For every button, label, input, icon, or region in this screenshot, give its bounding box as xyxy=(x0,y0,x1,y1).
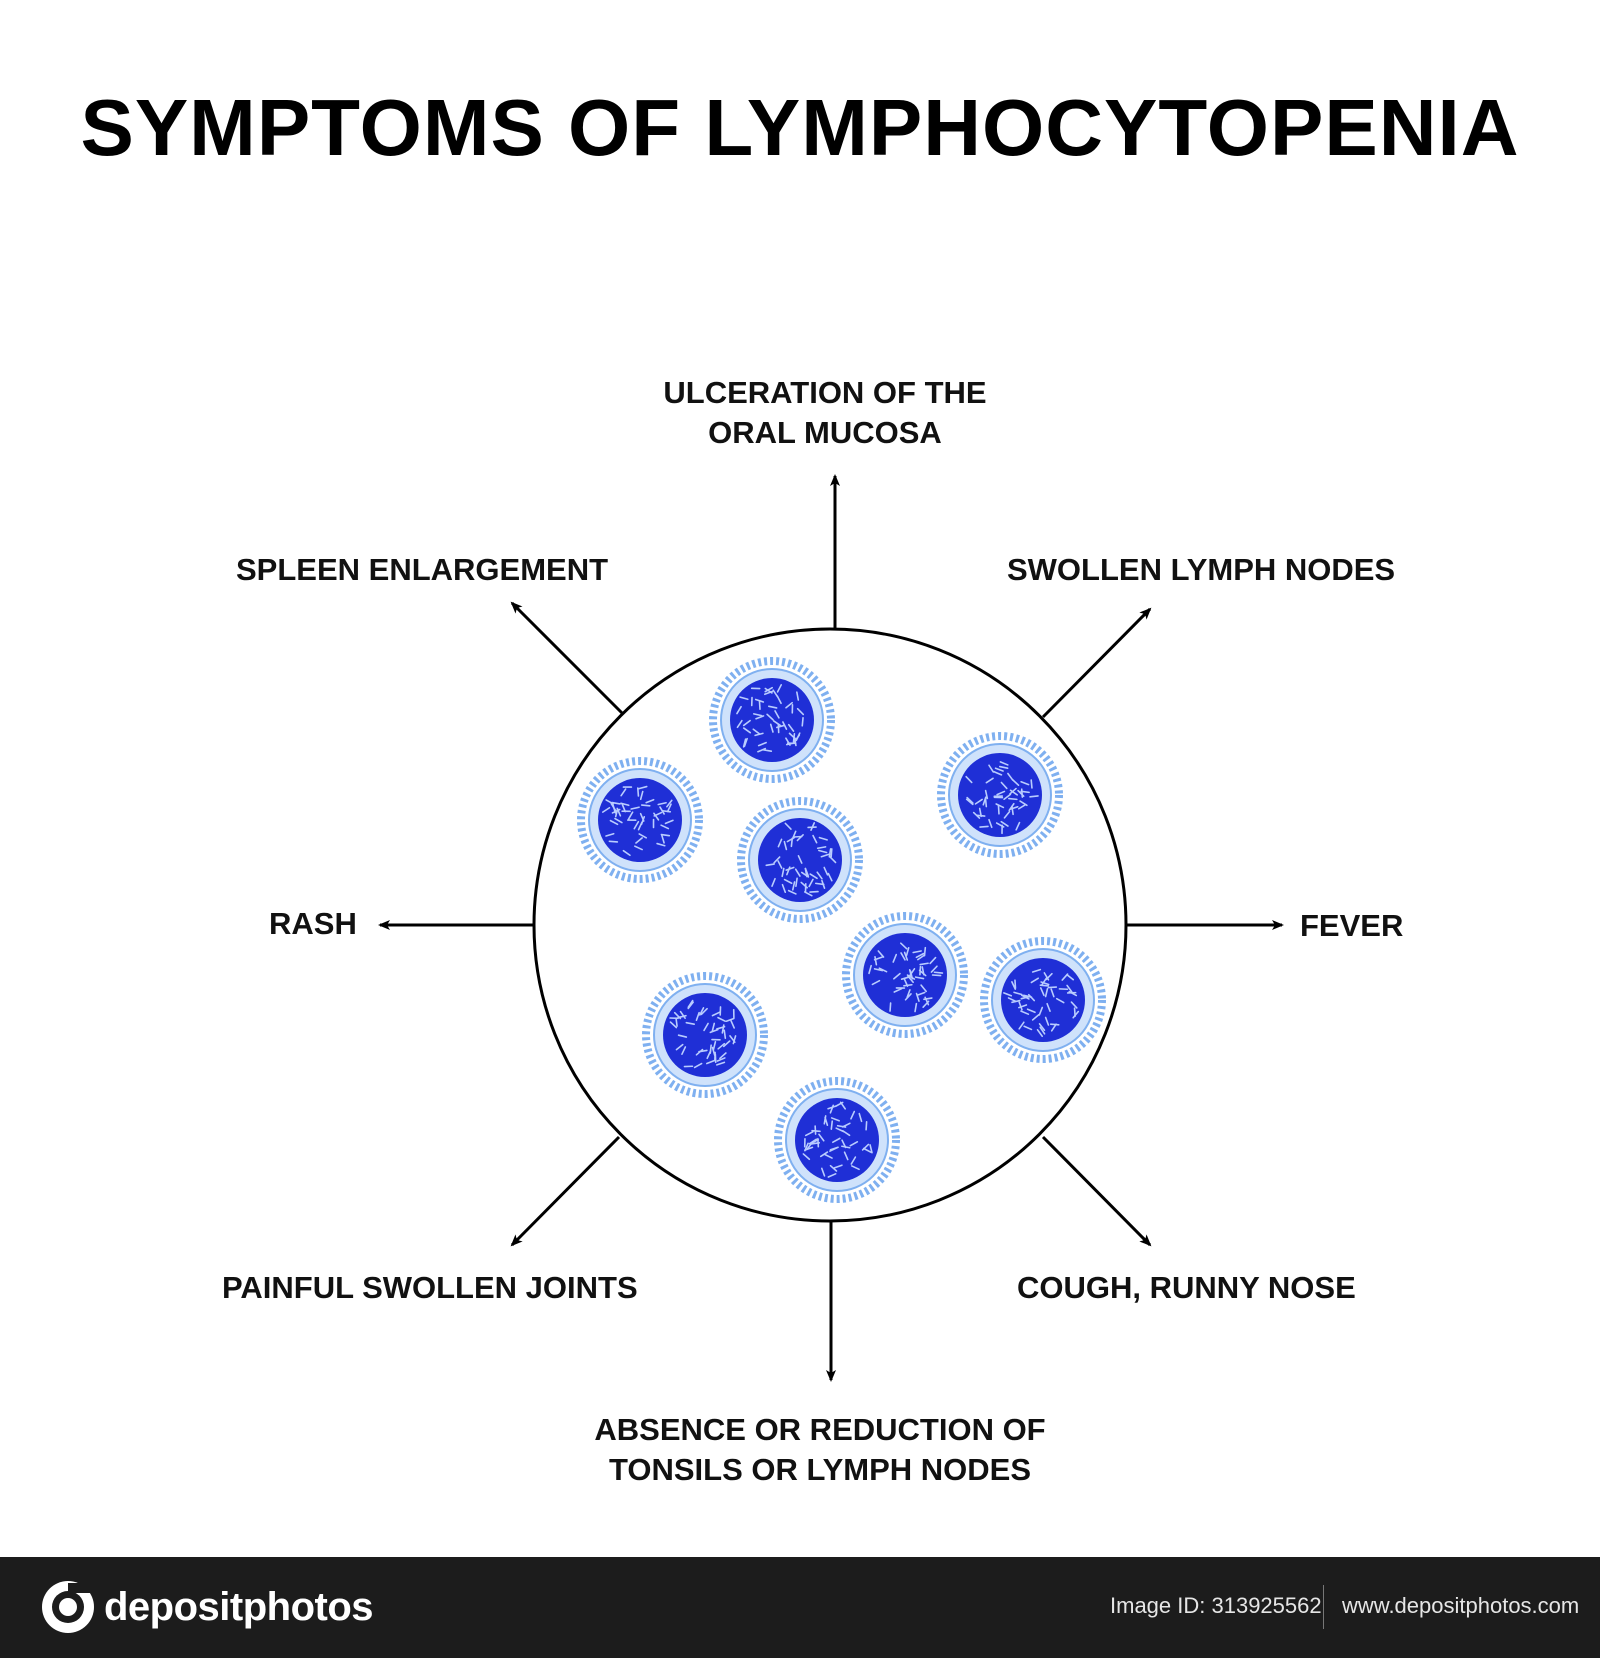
camera-logo-icon xyxy=(42,1581,94,1633)
symptom-top-line-2: ORAL MUCOSA xyxy=(708,415,942,450)
lymphocyte-cell-icon xyxy=(737,797,863,923)
lymphocyte-cell-icon xyxy=(577,757,703,883)
lymphocyte-cell-icon xyxy=(937,732,1063,858)
lymphocyte-cell-icon xyxy=(980,937,1106,1063)
symptom-absence-tonsils-lymph-nodes: ABSENCE OR REDUCTION OF TONSILS OR LYMPH… xyxy=(520,1410,1120,1490)
brand-logo[interactable]: depositphotos xyxy=(40,1579,374,1635)
image-id-text: Image ID: 313925562 xyxy=(1110,1593,1322,1618)
symptom-rash: RASH xyxy=(269,906,357,941)
arrow-up-left xyxy=(510,601,624,715)
symptom-diagram xyxy=(378,474,1284,1382)
symptom-spleen-enlargement: SPLEEN ENLARGEMENT xyxy=(236,552,609,587)
lymphocyte-cell-icon xyxy=(774,1077,900,1203)
symptom-painful-swollen-joints: PAINFUL SWOLLEN JOINTS xyxy=(222,1270,638,1305)
arrow-up-right xyxy=(1041,607,1152,719)
lymphocyte-cell-icon xyxy=(642,972,768,1098)
symptom-top-line-1: ULCERATION OF THE xyxy=(663,375,987,410)
site-url-link[interactable]: www.depositphotos.com xyxy=(1342,1593,1580,1618)
symptom-fever: FEVER xyxy=(1300,908,1404,943)
brand-name: depositphotos xyxy=(104,1584,374,1629)
footer-divider xyxy=(1323,1585,1324,1629)
page-title: SYMPTOMS OF LYMPHOCYTOPENIA xyxy=(80,83,1520,172)
arrows xyxy=(378,474,1284,1382)
arrow-down-right xyxy=(1041,1135,1152,1247)
footer-bar: depositphotos Image ID: 313925562 www.de… xyxy=(0,1557,1600,1658)
symptom-bottom-line-1: ABSENCE OR REDUCTION OF xyxy=(594,1412,1046,1447)
symptom-cough-runny-nose: COUGH, RUNNY NOSE xyxy=(1017,1270,1356,1305)
lymphocyte-cells xyxy=(577,657,1106,1203)
arrow-down-left xyxy=(510,1135,621,1247)
symptom-bottom-line-2: TONSILS OR LYMPH NODES xyxy=(608,1452,1031,1487)
symptom-ulceration-oral-mucosa: ULCERATION OF THE ORAL MUCOSA xyxy=(560,373,1090,453)
lymphocyte-cell-icon xyxy=(709,657,835,783)
symptom-swollen-lymph-nodes: SWOLLEN LYMPH NODES xyxy=(1007,552,1396,587)
lymphocyte-cell-icon xyxy=(842,912,968,1038)
